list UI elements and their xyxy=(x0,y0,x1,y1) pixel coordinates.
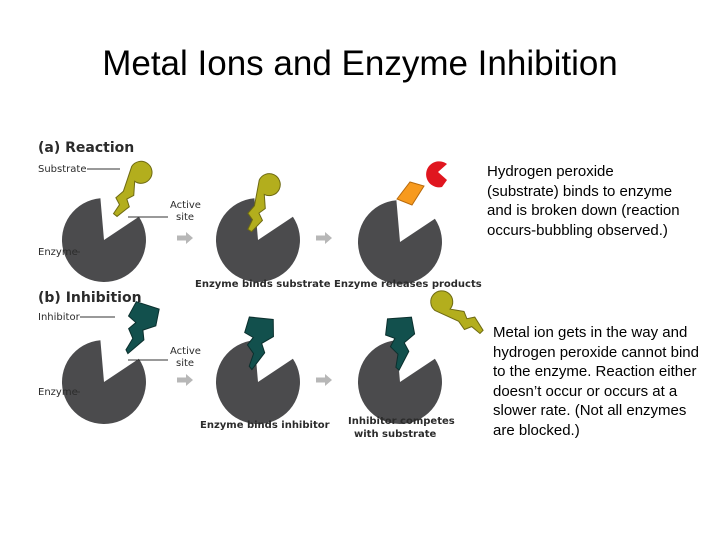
active-site-label-a: Active site xyxy=(170,200,204,223)
substrate-key-1 xyxy=(112,158,154,222)
step-inhibitor-competes: Inhibitor competes with substrate xyxy=(348,416,458,440)
inhibitor-key-1 xyxy=(117,301,161,359)
enzyme-free-1 xyxy=(62,198,146,282)
active-site-label-b: Active site xyxy=(170,346,204,369)
substrate-key-blocked xyxy=(425,288,491,335)
product-orange xyxy=(397,182,424,205)
inhibitor-label: Inhibitor xyxy=(38,312,81,323)
arrow-b1 xyxy=(177,374,193,386)
arrow-a2 xyxy=(316,232,332,244)
inhibition-caption: Metal ion gets in the way and hydrogen p… xyxy=(493,323,708,440)
step-binds-inhibitor: Enzyme binds inhibitor xyxy=(200,420,330,431)
enzyme-free-2 xyxy=(62,340,146,424)
arrow-b2 xyxy=(316,374,332,386)
step-binds-substrate: Enzyme binds substrate xyxy=(195,279,331,290)
product-red xyxy=(426,161,447,187)
substrate-label: Substrate xyxy=(38,164,86,175)
enzyme-label-a: Enzyme xyxy=(38,247,78,258)
step-releases-products: Enzyme releases products xyxy=(334,279,482,290)
arrow-a1 xyxy=(177,232,193,244)
reaction-heading: (a) Reaction xyxy=(38,140,134,156)
reaction-caption: Hydrogen peroxide (substrate) binds to e… xyxy=(487,162,687,240)
enzyme-release xyxy=(358,200,442,284)
enzyme-label-b: Enzyme xyxy=(38,387,78,398)
inhibition-heading: (b) Inhibition xyxy=(38,290,142,306)
